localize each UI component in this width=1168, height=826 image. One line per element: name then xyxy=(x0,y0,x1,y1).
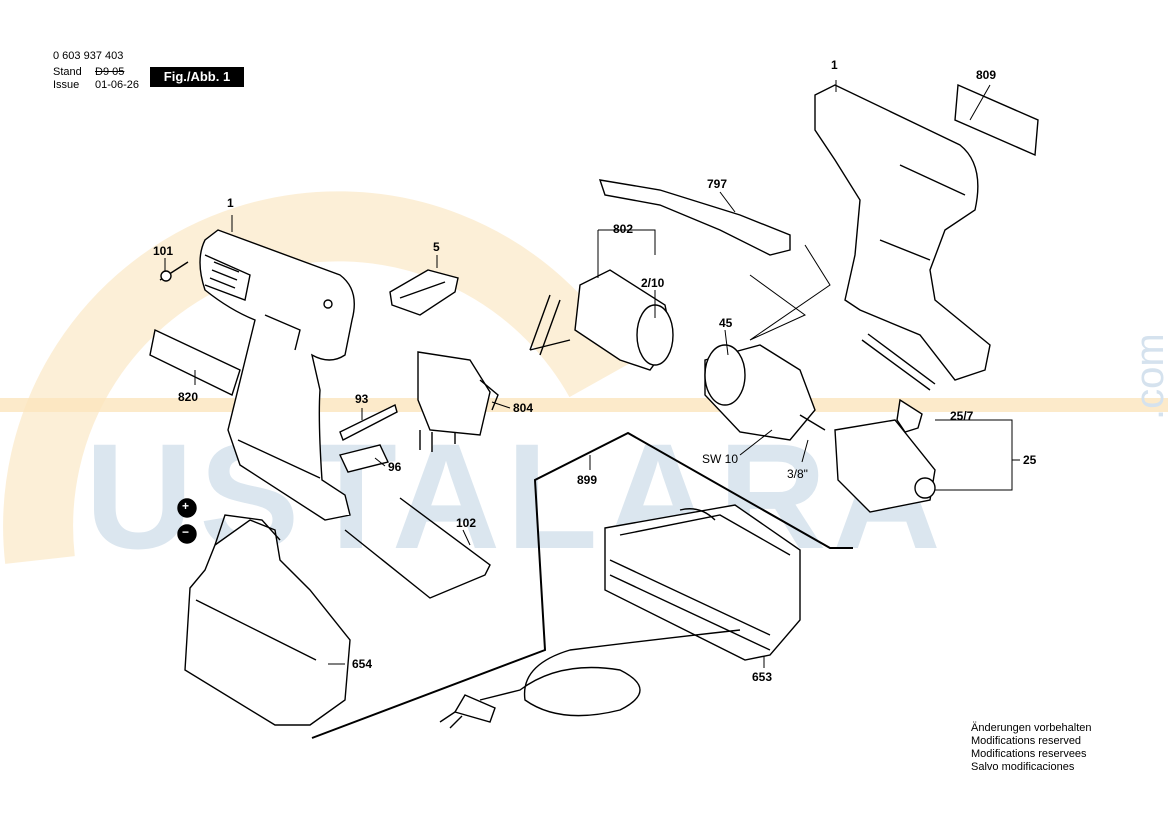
chuck-key-part xyxy=(861,333,936,433)
minus-symbol: − xyxy=(182,525,190,539)
wrench-size-label: SW 10 xyxy=(702,452,739,466)
power-cord-part xyxy=(439,629,741,729)
label-part xyxy=(149,328,241,396)
polarity-plus-icon xyxy=(177,498,197,518)
modification-notes: Änderungen vorbehalten Modifications res… xyxy=(971,722,1091,774)
belt-clip-part xyxy=(598,179,791,256)
part-label-45: 45 xyxy=(719,316,733,330)
part-label-899: 899 xyxy=(577,473,598,487)
note-line: Salvo modificaciones xyxy=(971,761,1075,773)
group-boundary xyxy=(311,431,853,739)
part-label-96: 96 xyxy=(388,460,402,474)
bit-part xyxy=(339,404,398,441)
note-line: Änderungen vorbehalten xyxy=(971,722,1092,734)
part-label-797: 797 xyxy=(707,177,728,191)
spring-wire-part xyxy=(344,497,491,599)
figure-label: Fig./Abb. 1 xyxy=(150,67,244,87)
part-label-809: 809 xyxy=(976,68,997,82)
thread-size-label: 3/8" xyxy=(787,467,808,481)
charger-part xyxy=(604,504,801,661)
issue-label: Issue xyxy=(53,79,80,91)
motor-part xyxy=(529,269,674,371)
housing-left-part xyxy=(199,229,355,521)
assembly-lines xyxy=(749,244,831,341)
nameplate-part xyxy=(954,83,1039,157)
bit-holder-part xyxy=(339,444,389,473)
part-label-820: 820 xyxy=(178,390,199,404)
part-label-1-left: 1 xyxy=(227,196,234,210)
part-label-25-7: 25/7 xyxy=(950,409,974,423)
screw-part xyxy=(159,261,189,282)
chuck-part xyxy=(834,419,936,513)
part-label-102: 102 xyxy=(456,516,477,530)
part-label-802: 802 xyxy=(613,222,634,236)
leader-lines xyxy=(164,80,1020,668)
part-label-25: 25 xyxy=(1023,453,1037,467)
issue-value: 01-06-26 xyxy=(95,79,140,91)
polarity-minus-icon xyxy=(177,524,197,544)
stand-label: Stand xyxy=(53,66,82,78)
part-label-5: 5 xyxy=(433,240,440,254)
switch-slider-part xyxy=(389,269,459,316)
part-label-2-10: 2/10 xyxy=(641,276,665,290)
note-line: Modifications reserved xyxy=(971,735,1082,747)
part-label-804: 804 xyxy=(513,401,534,415)
housing-right-part xyxy=(814,84,991,381)
part-label-653: 653 xyxy=(752,670,773,684)
switch-part xyxy=(417,351,499,452)
part-label-101: 101 xyxy=(153,244,174,258)
part-label-1-right: 1 xyxy=(831,58,838,72)
stand-value: D9 05 xyxy=(95,66,125,78)
gearbox-part xyxy=(704,344,826,441)
note-line: Modifications reservees xyxy=(971,748,1087,760)
battery-part xyxy=(184,514,351,726)
part-label-93: 93 xyxy=(355,392,369,406)
part-label-654: 654 xyxy=(352,657,373,671)
plus-symbol: + xyxy=(182,499,190,513)
doc-number: 0 603 937 403 xyxy=(53,50,124,62)
